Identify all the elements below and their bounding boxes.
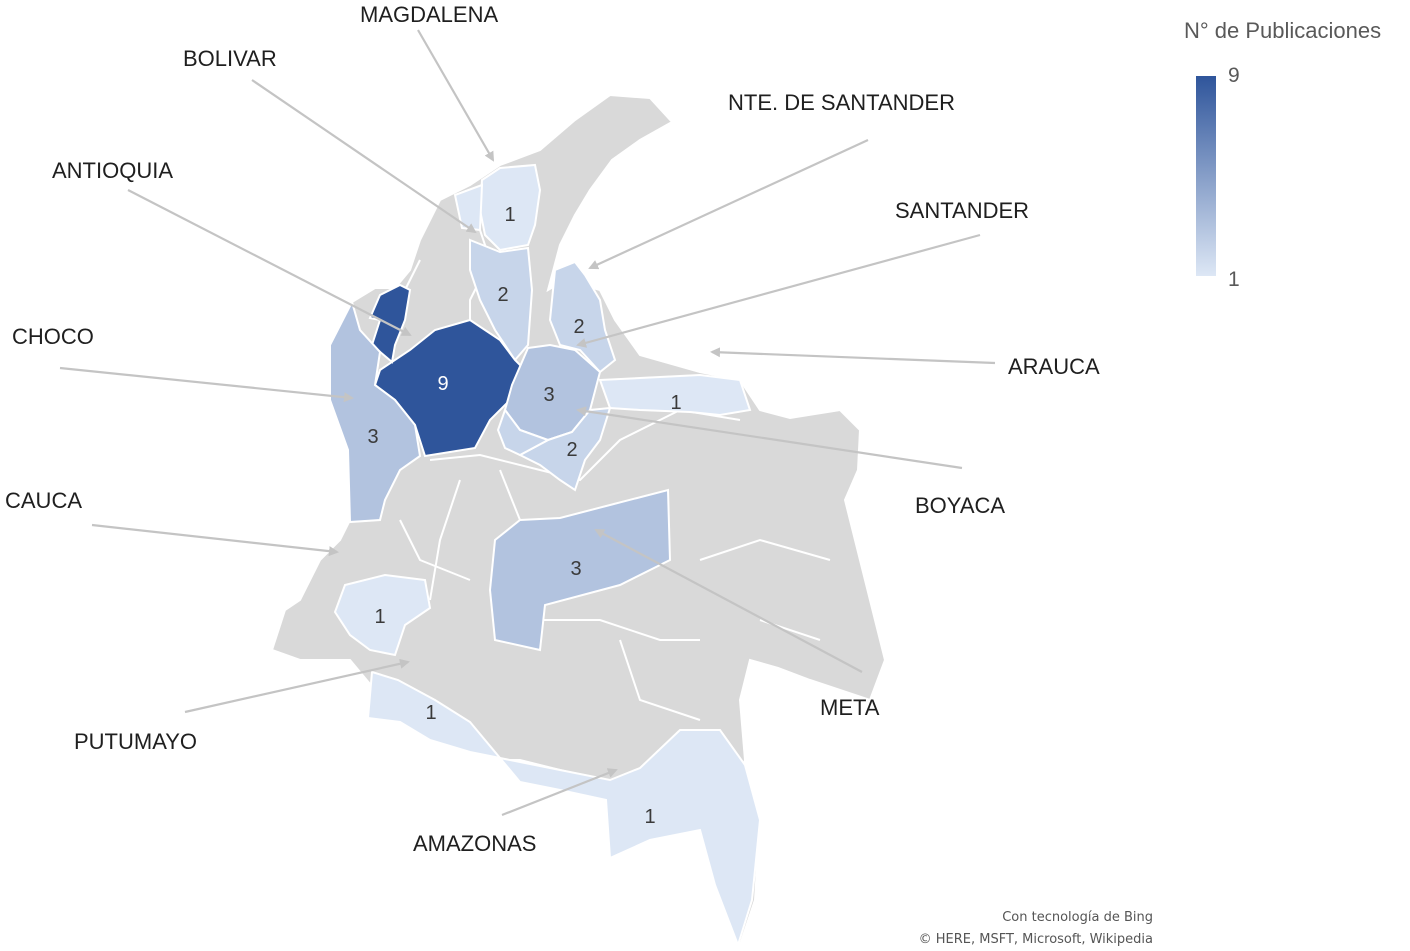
label-cauca: CAUCA xyxy=(5,488,82,513)
dept-atlantico-area[interactable] xyxy=(453,183,484,232)
dept-putumayo[interactable] xyxy=(366,670,503,760)
dept-amazonas[interactable] xyxy=(497,729,762,949)
department-labels: MAGDALENA BOLIVAR NTE. DE SANTANDER ANTI… xyxy=(5,2,1100,856)
dept-nte-santander[interactable] xyxy=(548,260,617,374)
count-antioquia: 9 xyxy=(437,373,448,395)
legend-min-value: 1 xyxy=(1228,268,1240,291)
count-bolivar: 2 xyxy=(497,284,508,306)
count-choco: 3 xyxy=(367,426,378,448)
credit-sources: © HERE, MSFT, Microsoft, Wikipedia xyxy=(918,932,1153,947)
count-boyaca: 2 xyxy=(566,439,577,461)
dept-magdalena[interactable] xyxy=(478,163,542,252)
label-amazonas: AMAZONAS xyxy=(413,831,536,856)
dept-choco[interactable] xyxy=(329,299,422,524)
count-cauca: 1 xyxy=(374,606,385,628)
department-shapes xyxy=(329,163,762,949)
count-arauca: 1 xyxy=(670,392,681,414)
legend-max-value: 9 xyxy=(1228,64,1240,87)
label-magdalena: MAGDALENA xyxy=(360,2,498,27)
count-nte-santander: 2 xyxy=(573,316,584,338)
label-santander: SANTANDER xyxy=(895,198,1029,223)
label-meta: META xyxy=(820,695,880,720)
legend-title: N° de Publicaciones xyxy=(1184,18,1382,43)
count-amazonas: 1 xyxy=(644,806,655,828)
label-bolivar: BOLIVAR xyxy=(183,46,277,71)
label-choco: CHOCO xyxy=(12,324,94,349)
label-nte-santander: NTE. DE SANTANDER xyxy=(728,90,955,115)
label-arauca: ARAUCA xyxy=(1008,354,1100,379)
dept-boyaca[interactable] xyxy=(517,406,612,492)
count-labels: 1 2 2 9 3 3 1 2 1 3 1 1 xyxy=(367,204,681,828)
credit-bing: Con tecnología de Bing xyxy=(1002,910,1153,925)
dept-cauca[interactable] xyxy=(333,573,432,657)
legend-color-scale xyxy=(1196,76,1216,276)
dept-meta[interactable] xyxy=(488,488,672,652)
count-santander: 3 xyxy=(543,384,554,406)
label-antioquia: ANTIOQUIA xyxy=(52,158,173,183)
count-putumayo: 1 xyxy=(425,702,436,724)
label-boyaca: BOYACA xyxy=(915,493,1005,518)
label-putumayo: PUTUMAYO xyxy=(74,729,197,754)
leader-arrows xyxy=(59,29,996,817)
dept-bolivar[interactable] xyxy=(469,238,534,362)
count-magdalena: 1 xyxy=(504,204,515,226)
dept-arauca[interactable] xyxy=(598,373,752,417)
dept-cundinamarca-area[interactable] xyxy=(496,407,551,457)
count-meta: 3 xyxy=(570,558,581,580)
